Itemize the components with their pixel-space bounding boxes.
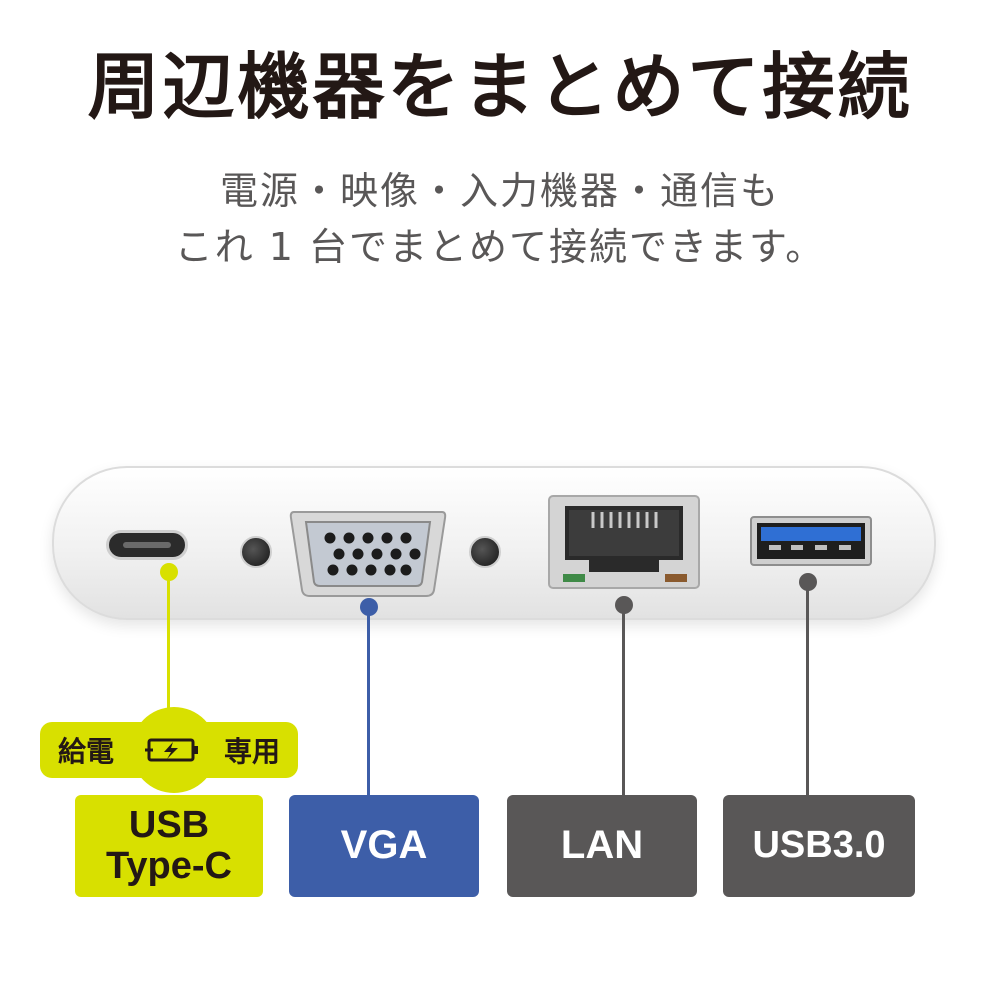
label-usb3: USB3.0 bbox=[723, 795, 915, 897]
usb3-port bbox=[750, 516, 872, 566]
power-badge-circle bbox=[131, 707, 217, 793]
vga-screw-right bbox=[469, 536, 501, 568]
label-usb-type-c-line2: Type-C bbox=[106, 845, 232, 887]
label-vga: VGA bbox=[289, 795, 479, 897]
power-badge-left-text: 給電 bbox=[58, 735, 115, 768]
label-lan: LAN bbox=[507, 795, 697, 897]
usbc-connector-line bbox=[167, 575, 170, 723]
usb3-connector-dot bbox=[799, 573, 817, 591]
label-usb-type-c-line1: USB bbox=[128, 803, 210, 846]
battery-charging-icon bbox=[145, 738, 198, 762]
lan-connector-line bbox=[622, 608, 625, 796]
lan-connector-dot bbox=[615, 596, 633, 614]
subtitle-line-1: 電源・映像・入力機器・通信も bbox=[219, 169, 780, 213]
page-title: 周辺機器をまとめて接続 bbox=[87, 45, 913, 129]
vga-screw-left bbox=[240, 536, 272, 568]
lan-port bbox=[548, 495, 700, 589]
power-badge-right-text: 専用 bbox=[223, 735, 280, 768]
vga-connector-dot bbox=[360, 598, 378, 616]
usbc-connector-dot bbox=[160, 563, 178, 581]
vga-port bbox=[289, 511, 447, 597]
usb-type-c-port bbox=[106, 530, 188, 560]
subtitle-line-2: これ 1 台でまとめて接続できます。 bbox=[174, 225, 826, 269]
label-usb-type-c: USB Type-C bbox=[75, 795, 263, 897]
vga-connector-line bbox=[367, 610, 370, 796]
usb3-connector-line bbox=[806, 585, 809, 796]
